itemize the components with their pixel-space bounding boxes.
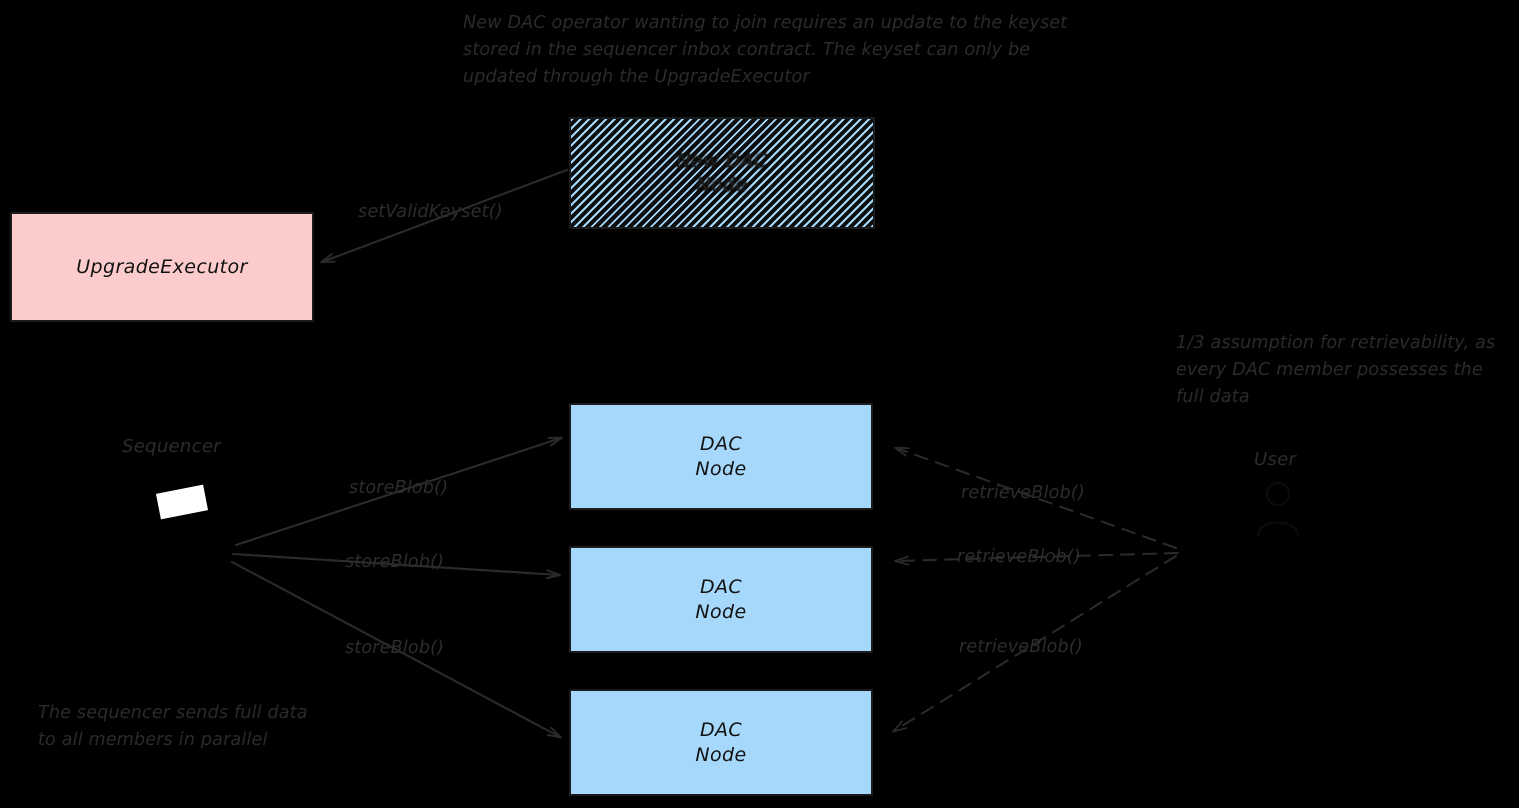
sequencer-label: Sequencer	[122, 436, 221, 457]
dac-node-box-2[interactable]: DAC Node	[569, 546, 873, 653]
annotation-sequencer-parallel: The sequencer sends full data to all mem…	[38, 703, 308, 750]
dac-node-1-label-line2: Node	[695, 457, 747, 480]
dac-node-box-1[interactable]: DAC Node	[569, 403, 873, 510]
dac-node-3-label-line1: DAC	[699, 719, 743, 742]
dac-node-box-3[interactable]: DAC Node	[569, 689, 873, 796]
edge-label-retrieve-blob-1: retrieveBlob()	[961, 483, 1085, 503]
dac-node-2-label-line2: Node	[695, 600, 747, 623]
edge-label-store-blob-2: storeBlob()	[345, 552, 445, 572]
edge-label-store-blob-1: storeBlob()	[349, 478, 449, 498]
upgrade-executor-label: UpgradeExecutor	[76, 256, 248, 278]
new-dac-node-label-line2: Node	[696, 174, 748, 196]
dac-node-3-label-line2: Node	[695, 743, 747, 766]
edge-label-set-valid-keyset: setValidKeyset()	[358, 202, 503, 222]
new-dac-node-label-line1: New DAC	[676, 149, 768, 172]
edge-label-store-blob-3: storeBlob()	[345, 638, 445, 658]
sequencer-icon	[155, 484, 209, 520]
edge-label-retrieve-blob-2: retrieveBlob()	[957, 547, 1081, 567]
dac-node-2-label-line1: DAC	[699, 576, 743, 599]
user-label: User	[1254, 449, 1297, 470]
new-dac-node-box[interactable]: New DAC Node	[569, 117, 875, 229]
edge-label-retrieve-blob-3: retrieveBlob()	[959, 637, 1083, 657]
upgrade-executor-box[interactable]: UpgradeExecutor	[10, 212, 314, 322]
annotation-retrievability-assumption: 1/3 assumption for retrievability, as ev…	[1176, 333, 1496, 407]
dac-node-1-label-line1: DAC	[699, 433, 743, 456]
annotation-keyset-update: New DAC operator wanting to join require…	[463, 13, 1068, 87]
user-icon	[1252, 480, 1304, 538]
